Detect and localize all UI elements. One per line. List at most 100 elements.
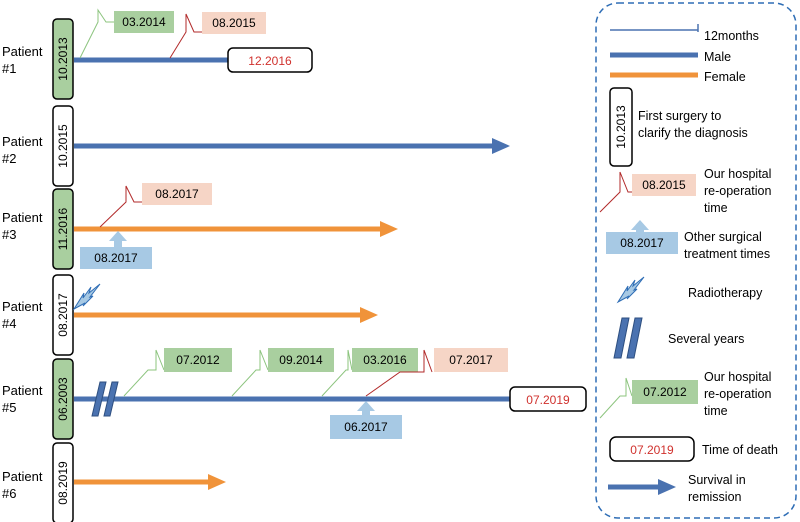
patient-labels: Patient #1 Patient #2 Patient #3 Patient… bbox=[2, 44, 43, 501]
legend-other-sample: 08.2017 bbox=[620, 236, 664, 250]
p1-first-surgery-box bbox=[52, 18, 74, 100]
patient-5-label-l2: #5 bbox=[2, 400, 16, 415]
legend-death-sample: 07.2019 bbox=[630, 443, 674, 457]
patient-2-timeline bbox=[74, 138, 510, 154]
legend-reop-green-l2: re-operation bbox=[704, 387, 771, 401]
legend-several-years-label: Several years bbox=[668, 332, 744, 346]
patient-4-label-l1: Patient bbox=[2, 299, 43, 314]
p3-other-treatment-box bbox=[80, 247, 152, 269]
p5-reop-green-box-3 bbox=[352, 348, 418, 372]
legend-reop-pink-l2: re-operation bbox=[704, 184, 771, 198]
p2-first-surgery-date: 10.2015 bbox=[56, 124, 70, 168]
p5-reop-green-box-2 bbox=[268, 348, 334, 372]
p1-green-connector bbox=[79, 8, 114, 59]
p3-remission-arrowhead bbox=[380, 221, 398, 237]
patient-6-label-l2: #6 bbox=[2, 486, 16, 501]
p5-death-box bbox=[509, 386, 587, 412]
legend-remission-l2: remission bbox=[688, 490, 742, 504]
patient-2-label-l1: Patient bbox=[2, 134, 43, 149]
legend: 12months Male Female 10.2013 First surge… bbox=[595, 2, 797, 519]
p5-first-surgery-box bbox=[52, 358, 74, 440]
p5-green-connector-3 bbox=[321, 349, 353, 397]
legend-several-years-icon bbox=[613, 317, 643, 359]
p6-first-surgery-box bbox=[52, 442, 74, 522]
p5-several-years-icon bbox=[91, 381, 119, 417]
legend-reop-green-connector bbox=[599, 377, 633, 419]
p5-first-surgery-date: 06.2003 bbox=[56, 377, 70, 421]
p5-other-treatment-box bbox=[330, 415, 402, 439]
p3-pink-connector bbox=[99, 185, 142, 228]
p5-reop-green-date-2: 09.2014 bbox=[279, 353, 323, 367]
legend-first-surgery-l2: clarify the diagnosis bbox=[638, 126, 748, 140]
legend-reop-green-l1: Our hospital bbox=[704, 370, 771, 384]
p3-other-up-arrow bbox=[109, 231, 127, 250]
p5-other-treatment-date: 06.2017 bbox=[344, 420, 388, 434]
p1-reop-green-box bbox=[114, 11, 174, 33]
p5-death-date: 07.2019 bbox=[526, 393, 570, 407]
legend-reop-pink-box bbox=[632, 174, 696, 196]
p3-first-surgery-box bbox=[52, 188, 74, 270]
p3-reop-pink-date: 08.2017 bbox=[155, 187, 199, 201]
p1-death-date: 12.2016 bbox=[248, 54, 292, 68]
p2-remission-arrowhead bbox=[492, 138, 510, 154]
patient-2-label-l2: #2 bbox=[2, 151, 16, 166]
patient-4-label-l2: #4 bbox=[2, 316, 16, 331]
legend-other-l1: Other surgical bbox=[684, 230, 762, 244]
p4-first-surgery-box bbox=[52, 274, 74, 356]
legend-death-box bbox=[609, 436, 695, 462]
p5-other-up-arrow bbox=[357, 401, 375, 418]
legend-12months-label: 12months bbox=[704, 29, 759, 43]
patient-3-label-l2: #3 bbox=[2, 227, 16, 242]
legend-other-up-arrow bbox=[631, 220, 649, 236]
legend-female-label: Female bbox=[704, 70, 746, 84]
legend-reop-green-box bbox=[632, 380, 698, 404]
p1-death-box bbox=[227, 47, 313, 73]
patient-4-timeline bbox=[72, 283, 378, 323]
patient-5-timeline: 07.2012 09.2014 03.2016 07.2017 06.2017 … bbox=[74, 348, 587, 439]
p5-reop-green-date-3: 03.2016 bbox=[363, 353, 407, 367]
patient-3-label-l1: Patient bbox=[2, 210, 43, 225]
legend-other-l2: treatment times bbox=[684, 247, 770, 261]
p1-reop-pink-box bbox=[202, 12, 266, 34]
legend-first-surgery-l1: First surgery to bbox=[638, 109, 721, 123]
legend-frame bbox=[595, 2, 797, 519]
legend-radiotherapy-icon bbox=[616, 276, 645, 304]
p5-green-connector-1 bbox=[123, 349, 165, 397]
p3-first-surgery-date: 11.2016 bbox=[56, 207, 70, 250]
p4-remission-arrowhead bbox=[360, 307, 378, 323]
legend-reop-pink-l1: Our hospital bbox=[704, 167, 771, 181]
patient-5-label-l1: Patient bbox=[2, 383, 43, 398]
p3-reop-pink-box bbox=[142, 183, 212, 205]
p4-first-surgery-date: 08.2017 bbox=[56, 293, 70, 337]
legend-reop-green-sample: 07.2012 bbox=[643, 385, 687, 399]
p1-reop-green-date: 03.2014 bbox=[122, 15, 166, 29]
patient-6-timeline bbox=[74, 474, 226, 490]
legend-remission-l1: Survival in bbox=[688, 473, 746, 487]
legend-reop-green-l3: time bbox=[704, 404, 728, 418]
legend-radiotherapy-label: Radiotherapy bbox=[688, 286, 763, 300]
p6-first-surgery-date: 08.2019 bbox=[56, 461, 70, 505]
patient-3-timeline: 08.2017 08.2017 bbox=[74, 183, 398, 269]
legend-other-box bbox=[606, 232, 678, 254]
p5-reop-green-box-1 bbox=[164, 348, 232, 372]
legend-remission-arrowhead bbox=[658, 479, 676, 495]
p1-reop-pink-date: 08.2015 bbox=[212, 16, 256, 30]
p5-green-connector-2 bbox=[231, 349, 269, 397]
legend-first-surgery-sample: 10.2013 bbox=[614, 105, 628, 149]
legend-reop-pink-l3: time bbox=[704, 201, 728, 215]
legend-first-surgery-box bbox=[609, 87, 633, 167]
p5-pink-connector bbox=[365, 349, 433, 397]
legend-death-label: Time of death bbox=[702, 443, 778, 457]
patient-1-label-l2: #1 bbox=[2, 61, 16, 76]
p5-reop-pink-box bbox=[434, 348, 508, 372]
patient-1-timeline: 03.2014 08.2015 12.2016 bbox=[74, 8, 313, 73]
patient-6-label-l1: Patient bbox=[2, 469, 43, 484]
p5-reop-pink-date: 07.2017 bbox=[449, 353, 493, 367]
legend-male-label: Male bbox=[704, 50, 731, 64]
p1-pink-connector bbox=[169, 13, 202, 59]
p1-first-surgery-date: 10.2013 bbox=[56, 37, 70, 81]
p2-first-surgery-box bbox=[52, 105, 74, 187]
legend-reop-pink-connector bbox=[599, 171, 632, 213]
first-surgery-boxes: 10.2013 10.2015 11.2016 08.2017 06.2003 … bbox=[52, 18, 74, 522]
